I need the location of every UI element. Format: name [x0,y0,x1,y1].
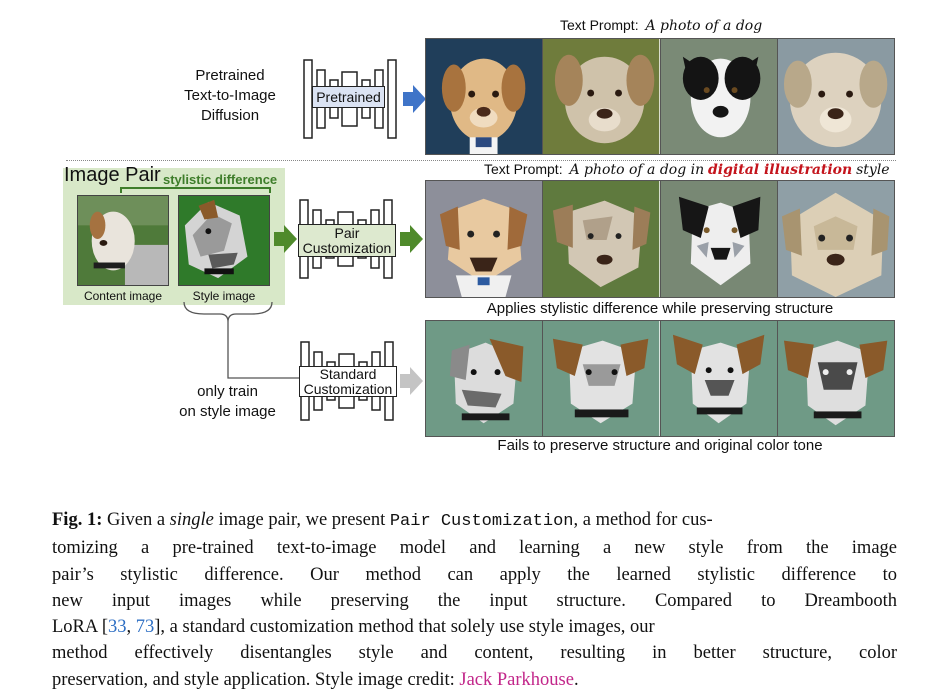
standard-customization-box: Standard Customization [299,366,397,397]
row1-left-label: Pretrained Text-to-Image Diffusion [184,67,276,124]
row1-dog-photo-1 [426,39,543,154]
green-arrow-icon-right [400,225,423,253]
row2-image-strip [425,180,895,298]
stylistic-bracket [120,187,271,193]
section-divider [66,160,896,161]
caption-line-3: pair’s stylistic difference. Our method … [52,564,897,585]
row3-image-strip [425,320,895,437]
row2-dog-illustration-3 [659,181,777,297]
caption-line-1: Fig. 1: Given a single image pair, we pr… [52,510,713,531]
row2-dog-illustration-4 [776,181,894,297]
citation-link-73[interactable]: 73 [135,617,155,638]
row3-dog-illustration-3 [659,321,777,436]
row3-left-label: only train on style image [179,383,276,420]
stylistic-difference-label: stylistic difference [163,172,278,187]
style-image-flow [183,301,300,379]
pair-customization-box: Pair Customization [298,224,396,257]
pretrained-model-box: Pretrained [312,86,385,108]
image-pair-title: Image Pair [64,164,161,186]
content-image-caption: Content image [83,289,163,303]
row1-dog-photo-4 [776,39,894,154]
caption-line-2: tomizing a pre-trained text-to-image mod… [52,538,897,559]
content-image [77,195,169,286]
row1-prompt: Text Prompt: A photo of a dog [560,17,763,34]
row2-dog-illustration-1 [426,181,543,297]
row3-dog-illustration-2 [542,321,660,436]
row3-dog-illustration-1 [426,321,543,436]
row3-result-caption: Fails to preserve structure and original… [497,437,823,454]
style-image [178,195,270,286]
row3-dog-illustration-4 [776,321,894,436]
method-name: Pair Customization [389,512,574,531]
caption-line-5: LoRA [33, 73], a standard customization … [52,617,655,638]
fig-label: Fig. 1: [52,510,103,530]
citation-link-33[interactable]: 33 [108,617,127,638]
style-image-caption: Style image [192,289,256,303]
row1-image-strip [425,38,895,155]
row2-result-caption: Applies stylistic difference while prese… [486,300,834,317]
blue-arrow-icon [403,85,426,113]
caption-line-7: preservation, and style application. Sty… [52,669,579,690]
caption-line-4: new input images while preserving the in… [52,590,897,611]
style-credit-link[interactable]: Jack Parkhouse [459,669,574,690]
gray-arrow-icon [400,367,423,395]
row2-dog-illustration-2 [542,181,660,297]
row1-dog-photo-2 [542,39,660,154]
caption-line-6: method effectively disentangles style an… [52,643,897,664]
figure-caption: Fig. 1: Given a single image pair, we pr… [52,507,897,693]
row2-prompt: Text Prompt: A photo of a dog in digital… [484,161,890,178]
green-arrow-icon-left [274,225,297,253]
row1-dog-photo-3 [659,39,777,154]
